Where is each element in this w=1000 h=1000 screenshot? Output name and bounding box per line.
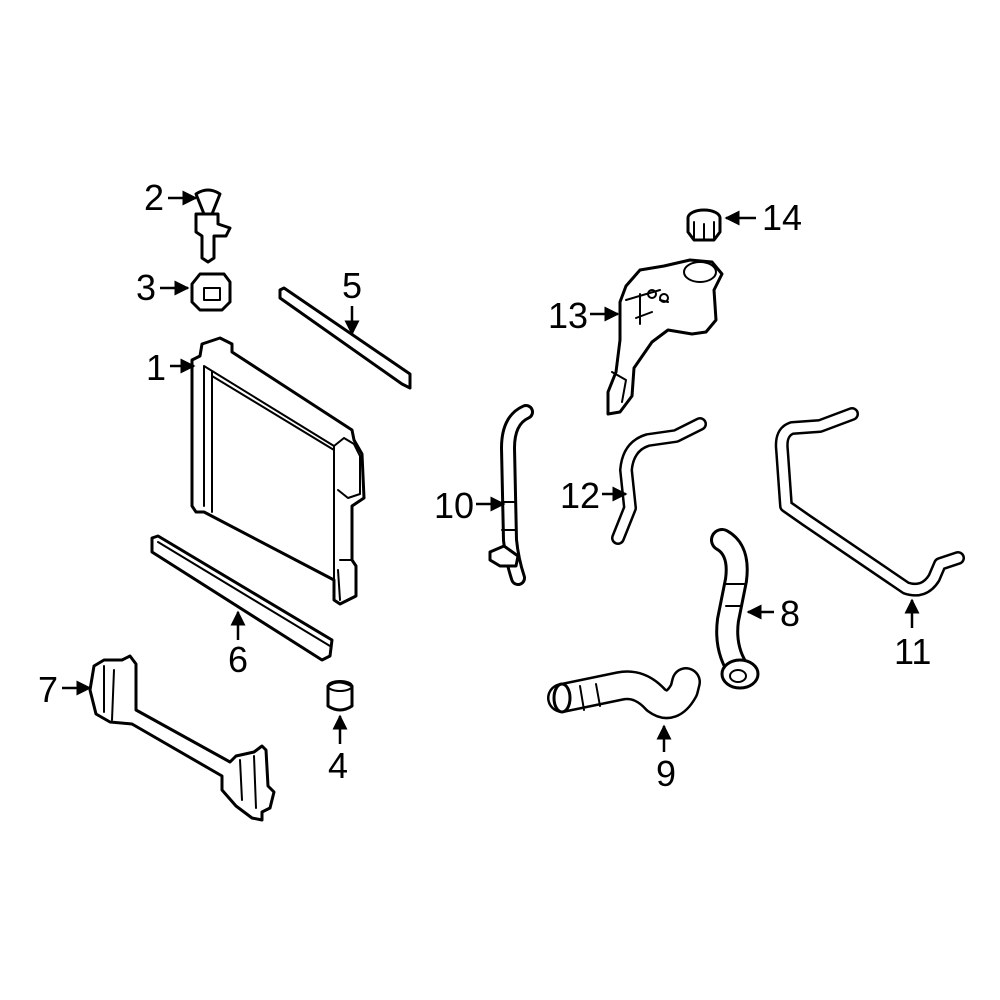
bushing-part-3[interactable] xyxy=(190,272,232,312)
callout-12: 12 xyxy=(560,475,628,516)
svg-text:4: 4 xyxy=(328,745,348,786)
svg-text:5: 5 xyxy=(342,265,362,306)
callout-1: 1 xyxy=(146,347,196,388)
callout-5: 5 xyxy=(342,265,362,336)
callout-8: 8 xyxy=(746,593,800,634)
svg-text:12: 12 xyxy=(560,475,600,516)
callout-13: 13 xyxy=(548,295,620,336)
expansion-tank-part-13[interactable] xyxy=(606,258,724,416)
svg-text:13: 13 xyxy=(548,295,588,336)
callout-10: 10 xyxy=(434,485,506,526)
callout-9: 9 xyxy=(656,724,676,794)
radiator-part-1[interactable] xyxy=(190,336,366,606)
callout-7: 7 xyxy=(38,669,92,710)
svg-text:10: 10 xyxy=(434,485,474,526)
bracket-part-7[interactable] xyxy=(88,654,276,822)
cap-part-14[interactable] xyxy=(686,208,722,242)
svg-text:3: 3 xyxy=(136,267,156,308)
hose-part-8[interactable] xyxy=(710,528,760,690)
callout-3: 3 xyxy=(136,267,190,308)
svg-text:7: 7 xyxy=(38,669,58,710)
callout-4: 4 xyxy=(328,714,348,786)
pin-part-2[interactable] xyxy=(194,188,232,264)
callout-2: 2 xyxy=(144,177,198,218)
pipe-part-10[interactable] xyxy=(488,404,534,586)
callout-14: 14 xyxy=(724,197,802,238)
svg-text:14: 14 xyxy=(762,197,802,238)
callout-11: 11 xyxy=(894,598,931,672)
svg-text:9: 9 xyxy=(656,753,676,794)
hose-part-9[interactable] xyxy=(547,667,701,720)
hose-part-12[interactable] xyxy=(611,417,707,545)
svg-text:8: 8 xyxy=(780,593,800,634)
bushing-part-4[interactable] xyxy=(326,680,354,712)
callout-6: 6 xyxy=(228,610,248,680)
seal-part-5[interactable] xyxy=(278,286,412,390)
svg-text:2: 2 xyxy=(144,177,164,218)
hose-part-11[interactable] xyxy=(774,407,965,597)
svg-text:1: 1 xyxy=(146,347,166,388)
svg-text:6: 6 xyxy=(228,639,248,680)
svg-text:11: 11 xyxy=(894,631,931,672)
seal-part-6[interactable] xyxy=(150,534,334,662)
